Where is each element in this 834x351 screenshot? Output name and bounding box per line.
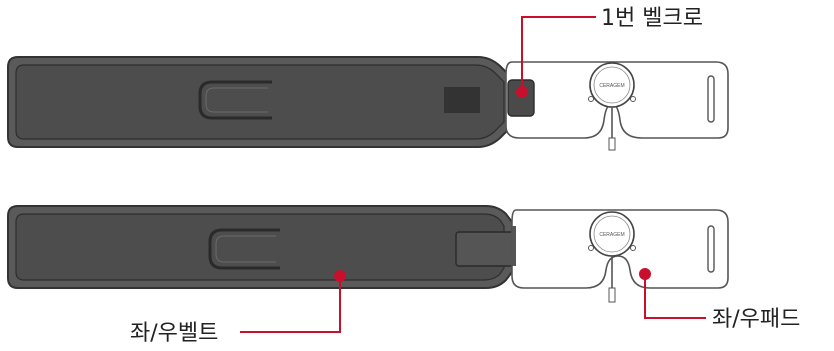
- bottom-pad-cord-connector: [608, 287, 616, 303]
- callout-pad: 좌/우패드: [639, 268, 800, 332]
- top-pad-cord-connector: [608, 137, 616, 151]
- label-left-right-belt: 좌/우벨트: [130, 321, 218, 346]
- top-pad-right-slot: [707, 75, 715, 123]
- callout-line-pad: [644, 274, 706, 319]
- callout-dot-pad: [639, 268, 651, 280]
- bottom-pad-brand-text: CERAGEM: [599, 232, 624, 238]
- top-pad-brand-text: CERAGEM: [599, 83, 624, 89]
- label-left-right-pad: 좌/우패드: [712, 307, 800, 332]
- callout-dot-velcro: [516, 86, 528, 98]
- top-assembly: CERAGEM: [7, 56, 729, 151]
- callout-line-velcro: [521, 16, 596, 92]
- callout-belt: 좌/우벨트: [130, 270, 346, 346]
- top-belt-buckle: [198, 80, 272, 120]
- callout-dot-belt: [334, 270, 346, 282]
- top-belt-inner-panel: [15, 64, 505, 140]
- callout-velcro-1: 1번 벨크로: [516, 6, 703, 98]
- bottom-belt-inner-panel: [15, 213, 505, 281]
- bottom-pad-left-slot: [512, 226, 516, 266]
- callout-line-belt: [240, 276, 341, 333]
- bottom-belt-tab: [455, 231, 515, 267]
- label-velcro-1: 1번 벨크로: [601, 6, 703, 31]
- bottom-belt-buckle: [208, 228, 280, 270]
- bottom-assembly: CERAGEM: [7, 205, 729, 303]
- bottom-pad-right-slot: [707, 225, 715, 273]
- top-belt-velcro-patch: [444, 87, 480, 113]
